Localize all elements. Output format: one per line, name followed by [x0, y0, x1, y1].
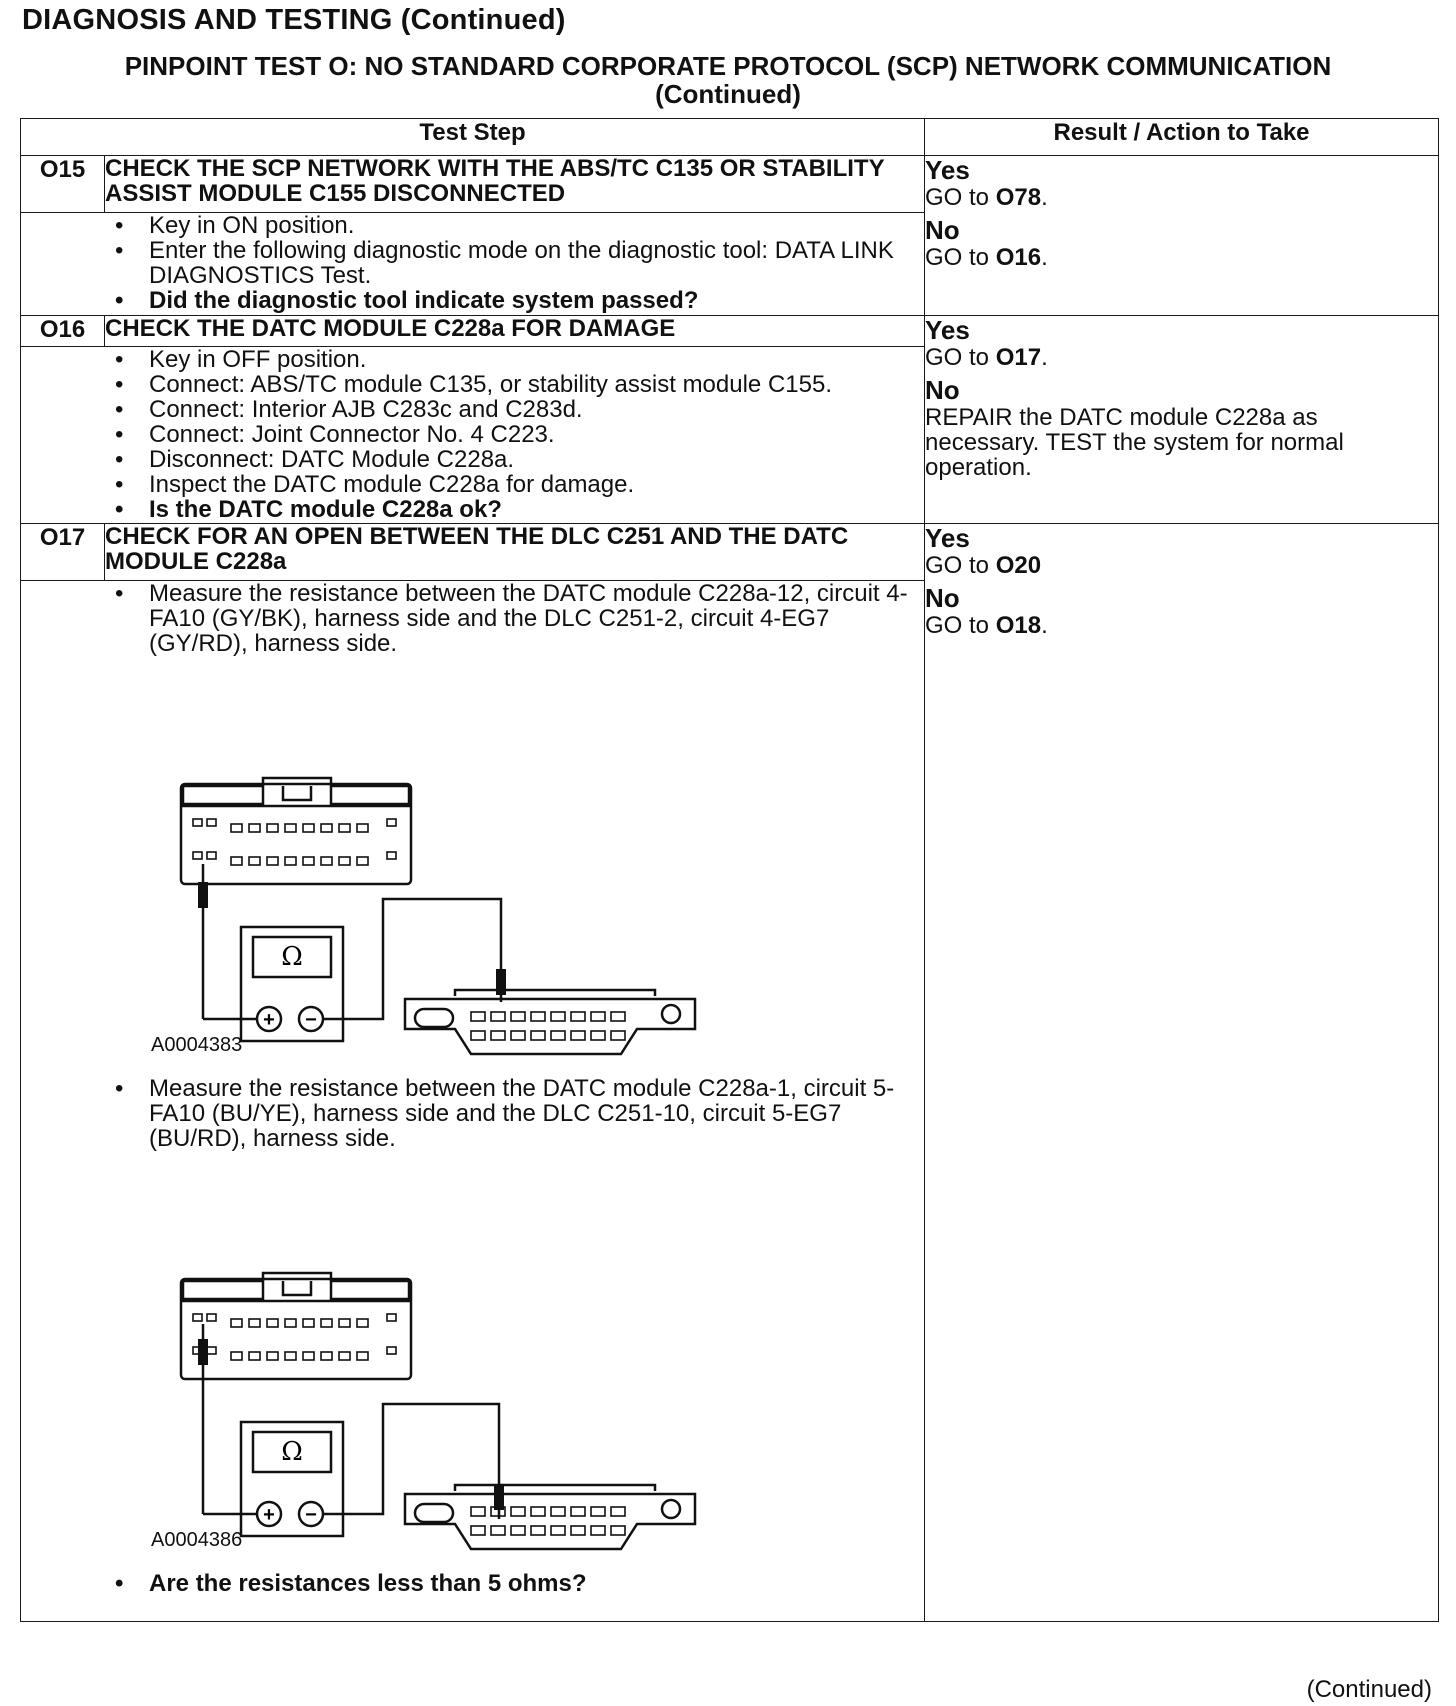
yes-label: Yes [925, 155, 970, 185]
minus-terminal: − [305, 1009, 317, 1031]
instruction-item: Connect: ABS/TC module C135, or stabilit… [21, 372, 924, 397]
column-header-result: Result / Action to Take [924, 118, 1439, 156]
step-o17-body-row: Measure the resistance between the DATC … [20, 580, 1439, 1622]
ohm-symbol: Ω [281, 942, 303, 972]
action-text: GO to [925, 612, 996, 639]
probe-tip [494, 1484, 504, 1510]
probe-tip [496, 969, 506, 995]
step-instructions: Key in OFF position. Connect: ABS/TC mod… [21, 347, 924, 522]
resistance-diagram-1: Ω + − [21, 694, 924, 1064]
no-label: No [925, 583, 960, 613]
test-leads [201, 864, 503, 1021]
result-no: No GO to O18. [925, 583, 1438, 639]
instruction-item: Inspect the DATC module C228a for damage… [21, 472, 924, 497]
column-header-test-step: Test Step [20, 118, 925, 156]
no-label: No [925, 375, 960, 405]
ohmmeter [239, 925, 345, 1043]
datc-connector-pins [192, 818, 397, 866]
result-yes: Yes GO to O78. [925, 155, 1438, 211]
instruction-item: Connect: Interior AJB C283c and C283d. [21, 397, 924, 422]
no-label: No [925, 215, 960, 245]
step-o16-result: Yes GO to O17. No REPAIR the DATC module… [924, 315, 1439, 524]
step-o15-body: Key in ON position. Enter the following … [20, 212, 925, 316]
datc-connector-pins [192, 1313, 397, 1361]
plus-terminal: + [263, 1504, 275, 1526]
pinpoint-test-title: PINPOINT TEST O: NO STANDARD CORPORATE P… [124, 51, 1332, 81]
step-number: O15 [20, 155, 105, 213]
goto-step-link[interactable]: O78 [995, 184, 1042, 211]
resistance-diagram-2: Ω + − [21, 1189, 924, 1559]
instruction-item: Measure the resistance between the DATC … [21, 581, 924, 656]
plus-terminal: + [263, 1009, 275, 1031]
action-text: GO to [925, 184, 996, 211]
yes-label: Yes [925, 523, 970, 553]
step-instructions: Measure the resistance between the DATC … [21, 1076, 924, 1151]
action-punct: . [1041, 612, 1048, 639]
dlc-connector [403, 988, 697, 1056]
instruction-question: Did the diagnostic tool indicate system … [21, 288, 924, 313]
probe-tip [198, 1339, 208, 1365]
dlc-connector [403, 1483, 697, 1551]
goto-step-link[interactable]: O20 [995, 552, 1042, 579]
page-title: DIAGNOSIS AND TESTING (Continued) [22, 4, 566, 36]
step-number: O17 [20, 523, 105, 581]
instruction-item: Measure the resistance between the DATC … [21, 1076, 924, 1151]
action-text: GO to [925, 344, 996, 371]
step-instructions: Measure the resistance between the DATC … [21, 581, 924, 656]
instruction-question: Is the DATC module C228a ok? [21, 497, 924, 522]
result-no: No GO to O16. [925, 215, 1438, 271]
yes-label: Yes [925, 315, 970, 345]
pinpoint-test-continued: (Continued) [655, 79, 801, 109]
action-text: GO to [925, 244, 996, 271]
probe-tip [198, 882, 208, 908]
ohm-symbol: Ω [281, 1437, 303, 1467]
step-title: CHECK THE DATC MODULE C228a FOR DAMAGE [104, 315, 925, 347]
pinpoint-test-table: Test Step Result / Action to Take O15 CH… [20, 118, 1439, 1622]
step-o16-body: Key in OFF position. Connect: ABS/TC mod… [20, 346, 925, 524]
figure-id: A0004386 [151, 1529, 243, 1551]
result-yes: Yes GO to O17. [925, 315, 1438, 371]
action-punct: . [1041, 344, 1048, 371]
dlc-connector-pins [470, 1011, 626, 1041]
step-o15-title-row: O15 CHECK THE SCP NETWORK WITH THE ABS/T… [20, 155, 1439, 316]
instruction-item: Key in OFF position. [21, 347, 924, 372]
action-punct: . [1041, 244, 1048, 271]
step-title: CHECK THE SCP NETWORK WITH THE ABS/TC C1… [104, 155, 925, 213]
step-o15-body-row: Key in ON position. Enter the following … [20, 212, 1439, 316]
step-instructions: Are the resistances less than 5 ohms? [21, 1571, 924, 1596]
step-o16-title-row: O16 CHECK THE DATC MODULE C228a FOR DAMA… [20, 315, 1439, 524]
action-punct: . [1041, 184, 1048, 211]
step-o17-title-row: O17 CHECK FOR AN OPEN BETWEEN THE DLC C2… [20, 523, 1439, 1622]
dlc-connector-pins [470, 1506, 626, 1536]
step-o17-body: Measure the resistance between the DATC … [20, 580, 925, 1622]
instruction-item: Connect: Joint Connector No. 4 C223. [21, 422, 924, 447]
action-text: GO to [925, 552, 996, 579]
table-header-row: Test Step Result / Action to Take [20, 118, 1439, 156]
step-o16-body-row: Key in OFF position. Connect: ABS/TC mod… [20, 346, 1439, 524]
goto-step-link[interactable]: O18 [995, 612, 1042, 639]
step-o17-result: Yes GO to O20 No GO to O18. [924, 523, 1439, 1622]
result-no: No REPAIR the DATC module C228a as neces… [925, 375, 1438, 481]
datc-connector [179, 1271, 413, 1381]
continued-footer: (Continued) [1306, 1676, 1432, 1703]
minus-terminal: − [305, 1504, 317, 1526]
instruction-question: Are the resistances less than 5 ohms? [21, 1571, 924, 1596]
goto-step-link[interactable]: O16 [995, 244, 1042, 271]
step-number: O16 [20, 315, 105, 347]
wiring-diagram: Ω + − [179, 1271, 697, 1551]
instruction-item: Enter the following diagnostic mode on t… [21, 238, 924, 288]
step-title: CHECK FOR AN OPEN BETWEEN THE DLC C251 A… [104, 523, 925, 581]
pinpoint-test-heading: PINPOINT TEST O: NO STANDARD CORPORATE P… [0, 52, 1456, 108]
wiring-diagram: Ω + − [179, 776, 697, 1056]
instruction-item: Disconnect: DATC Module C228a. [21, 447, 924, 472]
step-o15-result: Yes GO to O78. No GO to O16. [924, 155, 1439, 316]
ohmmeter [239, 1420, 345, 1538]
figure-id: A0004383 [151, 1034, 243, 1056]
instruction-item: Key in ON position. [21, 213, 924, 238]
action-text: REPAIR the DATC module C228a as necessar… [925, 404, 1344, 481]
goto-step-link[interactable]: O17 [995, 344, 1042, 371]
step-instructions: Key in ON position. Enter the following … [21, 213, 924, 313]
result-yes: Yes GO to O20 [925, 523, 1438, 579]
datc-connector [179, 776, 413, 886]
